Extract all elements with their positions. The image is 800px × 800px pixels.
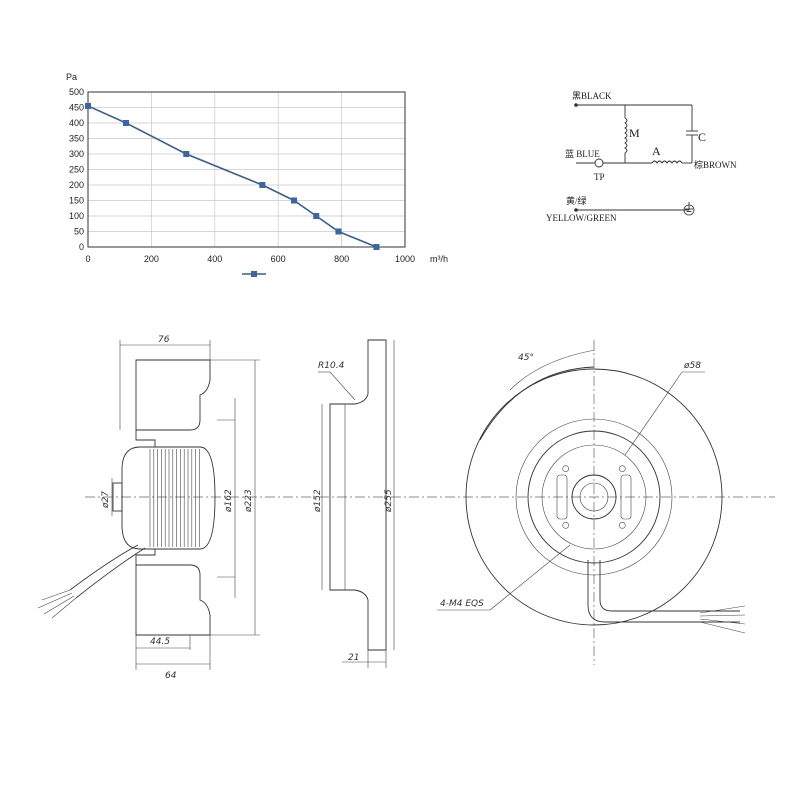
label-aux: A — [652, 144, 661, 158]
front-view: 45° ø58 4-M4 EQS — [437, 340, 746, 665]
label-blue: 蓝 BLUE — [565, 148, 600, 159]
housing-profile — [329, 339, 387, 651]
label-yellow-green: YELLOW/GREEN — [546, 213, 617, 223]
scroll-edge — [479, 366, 595, 441]
dim-m4: 4-M4 EQS — [440, 599, 484, 609]
x-tick-label: 0 — [85, 254, 90, 264]
chart-frame — [87, 91, 406, 248]
y-tick-label: 450 — [69, 103, 84, 113]
series-line — [87, 105, 377, 248]
dim-152: ø152 — [313, 489, 323, 513]
label-yellow-green-cn: 黄/绿 — [566, 195, 587, 206]
thermal-protector-icon — [594, 158, 604, 168]
y-tick-label: 500 — [69, 87, 84, 97]
dim-45: 45° — [518, 353, 534, 363]
motor-fins — [149, 449, 200, 547]
data-point — [85, 102, 91, 109]
slot-left — [556, 474, 568, 520]
bottom-hub-step — [135, 549, 156, 565]
slot-right — [620, 474, 632, 520]
front-cable-lower — [599, 560, 740, 612]
x-tick-label: 800 — [334, 254, 349, 264]
side-view-fan: 76 ø27 ø162 ø223 44.5 64 — [37, 335, 775, 681]
hub-ring — [527, 430, 661, 564]
dim-58: ø58 — [683, 361, 701, 371]
x-tick-label: 600 — [271, 254, 286, 264]
cable-lower — [75, 547, 146, 599]
x-ticks: 0 200 400 600 800 1000 — [85, 254, 415, 264]
dim-255: ø255 — [384, 489, 394, 513]
y-tick-label: 0 — [79, 242, 84, 252]
shaft-inner-ring — [579, 482, 609, 512]
x-tick-label: 200 — [144, 254, 159, 264]
dim-76: 76 — [158, 335, 170, 345]
dim-r104: R10.4 — [318, 361, 345, 371]
front-cable-upper — [587, 560, 740, 623]
y-tick-label: 50 — [74, 227, 84, 237]
motor-winding — [624, 117, 628, 154]
y-tick-label: 300 — [69, 149, 84, 159]
mounting-hole — [618, 521, 626, 529]
label-brown: 棕BROWN — [694, 159, 737, 170]
label-tp: TP — [594, 172, 605, 182]
ground-icon — [683, 204, 695, 216]
mounting-hole — [562, 465, 570, 473]
series-points — [85, 102, 380, 250]
mounting-holes — [562, 465, 626, 529]
wiring-diagram: 黑BLACK M C 蓝 BLUE A TP 棕BROWN 黄/绿 YELLOW… — [546, 91, 737, 223]
r-leader — [329, 371, 356, 401]
label-motor: M — [629, 126, 640, 140]
dim-64: 64 — [165, 671, 177, 681]
y-tick-label: 200 — [69, 180, 84, 190]
data-point — [123, 120, 130, 126]
d58-leader — [624, 371, 683, 456]
cable-upper — [69, 544, 139, 591]
legend — [242, 271, 266, 277]
dim-21: 21 — [348, 653, 359, 663]
dim-162: ø162 — [224, 489, 234, 513]
shaft-ring — [571, 474, 617, 520]
outer-ring — [465, 368, 723, 626]
x-tick-label: 400 — [207, 254, 222, 264]
bottom-impeller-section — [135, 564, 211, 636]
performance-chart: Pa 0 50 100 150 200 250 300 350 400 450 500 0 200 40… — [66, 72, 448, 277]
mounting-hole — [562, 521, 570, 529]
data-point — [373, 244, 380, 250]
top-hub-step — [135, 430, 156, 447]
mounting-hole — [618, 465, 626, 473]
y-tick-label: 400 — [69, 118, 84, 128]
y-ticks: 0 50 100 150 200 250 300 350 400 450 500 — [69, 87, 84, 252]
angle-arc — [509, 349, 596, 391]
data-point — [183, 151, 190, 157]
motor-body — [121, 446, 216, 550]
legend-marker — [251, 271, 257, 277]
x-axis-label: m³/h — [430, 254, 448, 264]
cable-wires-left — [37, 589, 77, 619]
label-black: 黑BLACK — [572, 91, 612, 101]
front-cable-wires — [699, 605, 746, 634]
dim-44: 44.5 — [150, 637, 170, 647]
y-tick-label: 100 — [69, 211, 84, 221]
data-point — [313, 213, 320, 219]
label-cap: C — [698, 130, 706, 144]
middle-ring — [515, 418, 673, 576]
dim-27: ø27 — [101, 491, 111, 509]
motor-shaft-boss — [112, 482, 123, 512]
y-axis-label: Pa — [66, 72, 77, 82]
dim-223: ø223 — [244, 489, 254, 513]
x-tick-label: 1000 — [395, 254, 415, 264]
top-impeller-section — [135, 359, 211, 431]
hub-inner-ring — [541, 444, 647, 550]
y-tick-label: 150 — [69, 196, 84, 206]
data-point — [291, 197, 298, 204]
section-view-housing: R10.4 ø152 ø255 21 — [313, 339, 395, 668]
data-point — [259, 182, 266, 188]
chart-grid — [87, 91, 406, 248]
y-tick-label: 250 — [69, 165, 84, 175]
y-tick-label: 350 — [69, 134, 84, 144]
m4-leader — [489, 544, 571, 611]
data-point — [335, 228, 342, 235]
aux-winding — [651, 160, 683, 164]
